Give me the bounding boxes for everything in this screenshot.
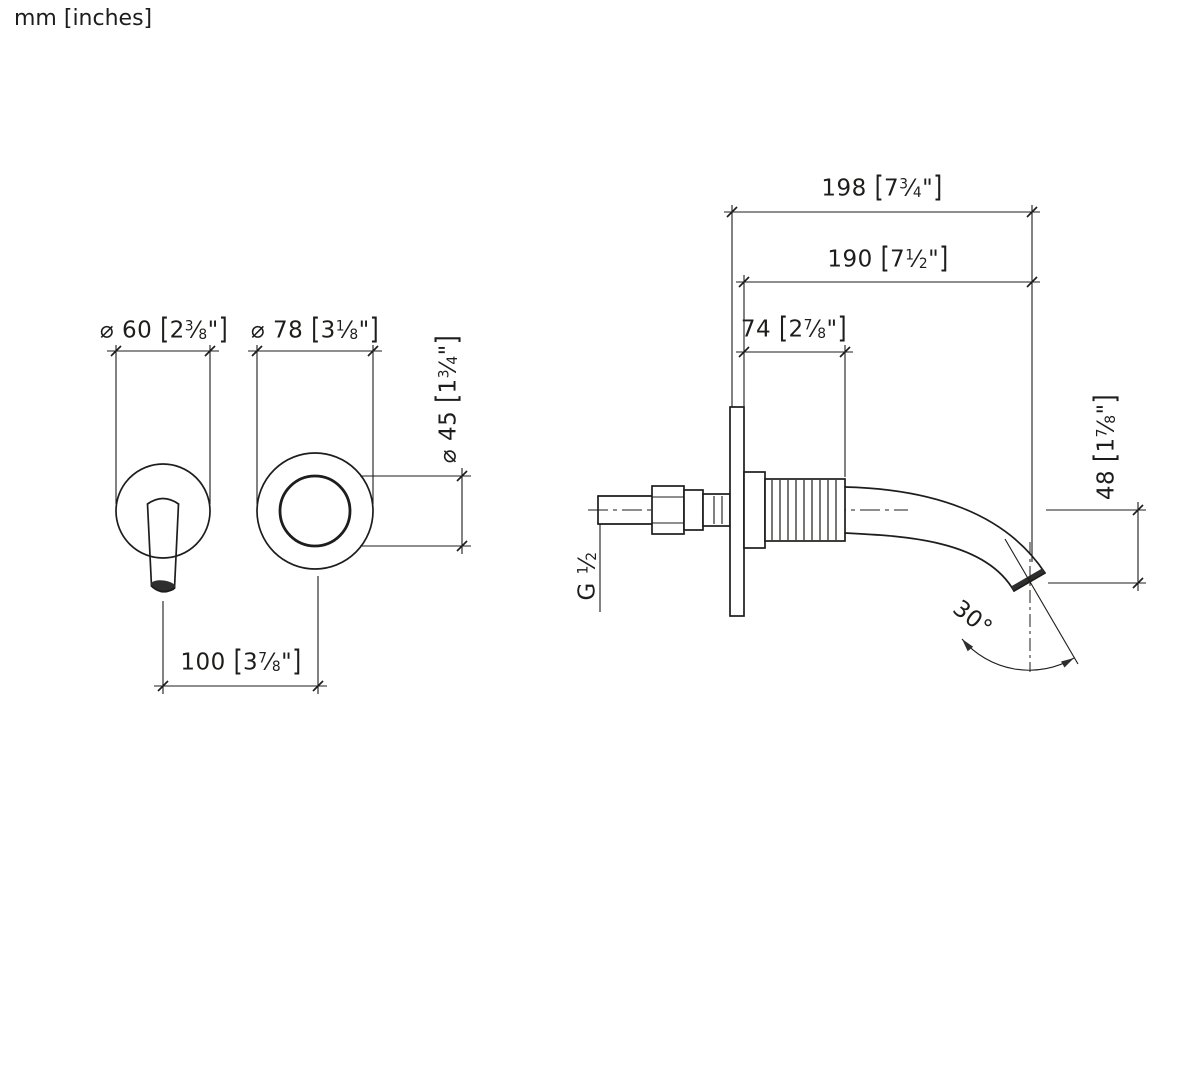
front-view xyxy=(115,452,374,593)
front-view-dimensions xyxy=(107,345,471,694)
spout-side xyxy=(844,486,1046,592)
arc-arrow-right xyxy=(1061,658,1074,668)
spout-mount xyxy=(743,471,846,549)
dim-center-distance: 100 [37⁄8"] xyxy=(180,645,302,679)
handle-circle xyxy=(278,474,352,548)
outlet-axis-line xyxy=(1004,538,1079,665)
inlet-pipe xyxy=(597,485,731,535)
wall-plate xyxy=(729,406,745,617)
dim-handle-flange-diameter: ⌀ 78 [31⁄8"] xyxy=(250,313,380,347)
side-view xyxy=(588,406,1079,672)
dim-handle-diameter: ⌀ 45 [13⁄4"] xyxy=(431,334,465,464)
dim-spout-flange-diameter: ⌀ 60 [23⁄8"] xyxy=(99,313,229,347)
spout-outlet-face xyxy=(150,580,176,592)
arc-arrow-left xyxy=(962,639,974,652)
angle-arc xyxy=(961,638,1075,671)
threaded-nut xyxy=(764,478,846,542)
spout-front xyxy=(146,497,180,593)
spout-flange-circle xyxy=(115,463,211,559)
units-label: mm [inches] xyxy=(14,6,153,31)
dim-thread-size: G 1⁄2 xyxy=(574,551,601,601)
union-nut xyxy=(651,485,685,535)
dim-outlet-drop: 48 [17⁄8"] xyxy=(1089,393,1123,501)
side-view-dimensions xyxy=(599,205,1146,612)
spout-outlet-face-side xyxy=(1011,568,1045,591)
dim-spout-projection: 190 [71⁄2"] xyxy=(827,242,949,276)
handle-flange-circle xyxy=(256,452,374,570)
dim-wall-to-nut: 74 [27⁄8"] xyxy=(740,312,848,346)
dim-total-depth: 198 [73⁄4"] xyxy=(821,171,943,205)
